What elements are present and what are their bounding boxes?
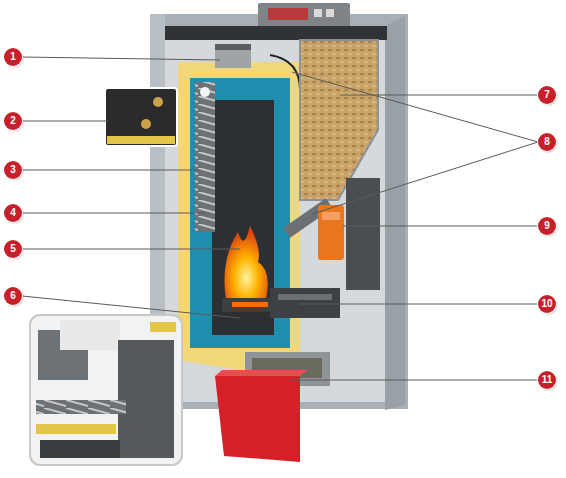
burner-inset	[60, 320, 120, 350]
control-inset	[105, 88, 177, 146]
leader-line	[290, 380, 538, 381]
burner-inset	[36, 400, 126, 414]
burner-inset	[30, 315, 182, 465]
leader-line	[312, 142, 538, 214]
feed-motor	[346, 178, 380, 290]
callout-number: 6	[4, 287, 22, 305]
callout-number: 1	[4, 48, 22, 66]
boiler-housing	[165, 26, 387, 40]
feed-motor	[322, 212, 340, 220]
leader-line	[22, 121, 108, 122]
leader-line	[300, 304, 538, 305]
boiler-housing	[150, 14, 408, 409]
heat-exchanger	[178, 44, 300, 372]
burner-inset	[150, 322, 176, 332]
ash-container	[215, 370, 308, 376]
pellet-hopper	[300, 40, 378, 200]
flame	[225, 226, 268, 300]
callout-number: 10	[538, 295, 556, 313]
boiler-housing	[258, 3, 350, 27]
callout-number: 4	[4, 204, 22, 222]
heat-exchanger	[195, 82, 215, 232]
leader-line	[22, 57, 538, 380]
leader-line	[22, 213, 205, 214]
boiler-housing	[150, 3, 408, 410]
callout-number: 9	[538, 217, 556, 235]
callout-number: 11	[538, 371, 556, 389]
boiler-housing	[268, 8, 308, 20]
boiler-housing	[165, 26, 387, 402]
feed-motor	[278, 294, 332, 300]
pellet-hopper	[300, 40, 378, 200]
burner-inset	[118, 340, 174, 458]
callout-number: 7	[538, 86, 556, 104]
callout-number: 8	[538, 133, 556, 151]
callout-number: 3	[4, 161, 22, 179]
control-inset	[141, 119, 151, 129]
heat-exchanger	[178, 62, 300, 372]
leader-line	[343, 226, 538, 227]
boiler-housing	[314, 9, 322, 17]
boiler-housing	[385, 16, 405, 410]
heat-exchanger	[215, 44, 251, 50]
ash-container	[215, 352, 330, 462]
burner-inset	[36, 424, 116, 434]
flame	[232, 302, 268, 307]
leader-line	[340, 95, 538, 96]
leader-line	[292, 72, 538, 142]
feed-motor	[270, 288, 340, 318]
callout-number: 5	[4, 240, 22, 258]
feed-motor	[270, 178, 380, 318]
feed-motor	[318, 205, 344, 260]
callout-number: 2	[4, 112, 22, 130]
leader-line	[22, 57, 220, 60]
heat-exchanger	[215, 44, 251, 68]
leader-line	[22, 296, 240, 318]
leader-line	[22, 249, 240, 250]
burner-inset	[40, 440, 120, 458]
control-inset	[153, 97, 163, 107]
ash-container	[215, 376, 300, 462]
boiler-housing	[326, 9, 334, 17]
heat-exchanger	[200, 87, 210, 97]
control-inset	[107, 136, 175, 144]
leader-line	[22, 170, 200, 171]
control-inset	[105, 88, 177, 146]
burner-inset	[30, 315, 182, 465]
